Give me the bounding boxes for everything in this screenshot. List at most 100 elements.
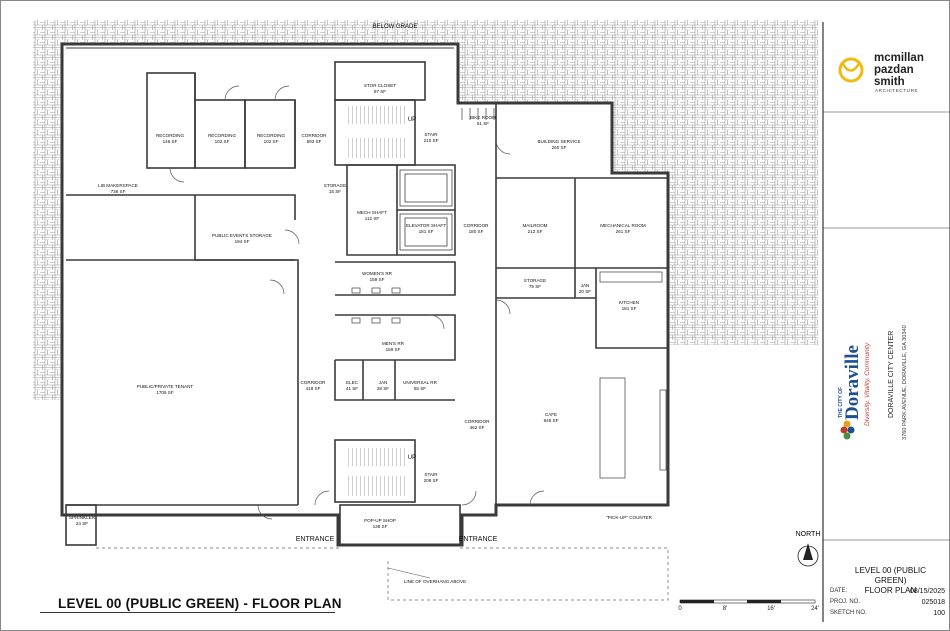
room-name: RECORDING xyxy=(156,133,185,138)
sketch-value: 100 xyxy=(933,610,945,617)
room-area: 55 SF xyxy=(414,386,426,391)
overhang-line xyxy=(96,547,669,601)
plan-title: LEVEL 00 (PUBLIC GREEN) - FLOOR PLAN xyxy=(58,596,342,611)
room-area: 212 SF xyxy=(528,229,543,234)
room-area: 102 SF xyxy=(264,139,279,144)
scale-tick: 24' xyxy=(811,606,819,612)
proj-label: PROJ. NO. xyxy=(830,599,861,605)
interior-walls xyxy=(65,61,669,546)
sheet-level-line: LEVEL 00 (PUBLIC GREEN) xyxy=(854,566,927,585)
room-name: PUBLIC/PRIVATE TENANT xyxy=(137,384,194,389)
room-area: 736 SF xyxy=(111,189,126,194)
proj-row: PROJ. NO. 025018 xyxy=(830,599,945,606)
stair-treads xyxy=(345,106,407,496)
client-name: Doraville xyxy=(842,345,863,420)
room-name: CORRIDOR xyxy=(301,133,327,138)
room-name: PUBLIC EVENTS STORAGE xyxy=(212,233,272,238)
firm-logo-icon xyxy=(838,57,864,83)
room-name: POP-UP SHOP xyxy=(364,518,396,523)
doraville-seal-icon xyxy=(840,420,855,440)
room-area: 146 SF xyxy=(163,139,178,144)
room-area: 1706 SF xyxy=(156,390,174,395)
room-area: 181 SF xyxy=(419,229,434,234)
project-name: DORAVILLE CITY CENTER xyxy=(888,330,895,418)
room-name: UNIVERSAL RR xyxy=(403,380,437,385)
room-name: MECHANICAL ROOM xyxy=(600,223,646,228)
room-name: STORAGE xyxy=(524,278,546,283)
firm-name-line: pazdan xyxy=(874,64,914,76)
room-area: 51 SF xyxy=(477,121,489,126)
room-labels: BELOW GRADE STOR CLOSET 97 SF RECORDING … xyxy=(69,24,653,584)
north-arrow: NORTH xyxy=(796,531,821,567)
scale-tick: 8' xyxy=(723,606,727,612)
room-name: JAN xyxy=(581,283,590,288)
room-area: 194 SF xyxy=(235,239,250,244)
elevator-cars xyxy=(399,169,453,251)
room-area: 208 SF xyxy=(424,478,439,483)
room-area: 15 SF xyxy=(329,189,341,194)
room-area: 41 SF xyxy=(346,386,358,391)
scale-tick: 16' xyxy=(767,606,775,612)
room-name: MAILROOM xyxy=(522,223,547,228)
entrance-label: ENTRANCE xyxy=(296,536,335,543)
north-label: NORTH xyxy=(796,531,821,538)
proj-value: 025018 xyxy=(921,599,945,606)
below-grade-label: BELOW GRADE xyxy=(373,24,418,30)
room-area: 593 SF xyxy=(307,139,322,144)
room-area: 418 SF xyxy=(306,386,321,391)
firm-name-line: smith xyxy=(874,76,905,88)
room-name: CORRIDOR xyxy=(463,223,489,228)
room-name: STOR CLOSET xyxy=(364,83,397,88)
up-label: UP xyxy=(408,117,416,123)
room-name: MEN'S RR xyxy=(382,341,405,346)
firm-name: mcmillan pazdan smith xyxy=(874,52,924,88)
room-name: MECH SHAFT xyxy=(357,210,387,215)
room-name: STORAGE xyxy=(324,183,346,188)
room-area: 159 SF xyxy=(370,277,385,282)
room-area: 138 SF xyxy=(373,524,388,529)
room-name: ELEVATOR SHAFT xyxy=(406,223,446,228)
entrance-label: ENTRANCE xyxy=(459,536,498,543)
project-address: 3760 PARK AVENUE, DORAVILLE, GA 30340 xyxy=(902,325,908,440)
scale-bar: 0 8' 16' 24' xyxy=(678,599,819,612)
date-label: DATE: xyxy=(830,588,848,594)
room-name: KITCHEN xyxy=(619,300,639,305)
sketch-row: SKETCH NO. 100 xyxy=(830,610,945,617)
sheet-level-line: FLOOR PLAN xyxy=(864,586,917,595)
room-area: 260 SF xyxy=(552,145,567,150)
client-tagline: Diversity. Vitality. Community xyxy=(864,342,871,426)
room-name: BUILDING SERVICE xyxy=(537,139,580,144)
door-swings xyxy=(169,85,545,520)
sheet-level-title: LEVEL 00 (PUBLIC GREEN) FLOOR PLAN xyxy=(838,566,943,596)
room-area: 112 SF xyxy=(365,216,380,221)
scale-tick: 0 xyxy=(678,606,682,612)
pickup-counter-label: "PICK-UP" COUNTER xyxy=(606,515,653,520)
room-name: STAIR xyxy=(424,472,438,477)
room-name: RECORDING xyxy=(208,133,237,138)
room-name: LIB MAKERSPACE xyxy=(98,183,138,188)
room-area: 24 SF xyxy=(76,521,88,526)
room-name: CORRIDOR xyxy=(464,419,490,424)
room-name: RECORDING xyxy=(257,133,286,138)
room-name: WOMEN'S RR xyxy=(362,271,393,276)
room-area: 28 SF xyxy=(377,386,389,391)
room-area: 97 SF xyxy=(374,89,386,94)
room-area: 159 SF xyxy=(386,347,401,352)
date-row: DATE: 08/15/2025 xyxy=(830,588,945,595)
title-block-frame xyxy=(822,22,950,622)
room-area: 181 SF xyxy=(622,306,637,311)
sketch-label: SKETCH NO. xyxy=(830,610,867,616)
room-name: BIKE ROOM xyxy=(470,115,496,120)
room-name: CAFE xyxy=(545,412,557,417)
firm-subtitle: ARCHITECTURE xyxy=(875,88,919,93)
room-name: STAIR xyxy=(424,132,438,137)
room-area: 210 SF xyxy=(424,138,439,143)
room-name: JAN xyxy=(379,380,388,385)
room-name: ELEC xyxy=(346,380,359,385)
room-area: 462 SF xyxy=(470,425,485,430)
below-grade-hatch xyxy=(33,20,818,400)
room-area: 948 SF xyxy=(544,418,559,423)
room-name: CORRIDOR xyxy=(300,380,326,385)
room-area: 180 SF xyxy=(469,229,484,234)
